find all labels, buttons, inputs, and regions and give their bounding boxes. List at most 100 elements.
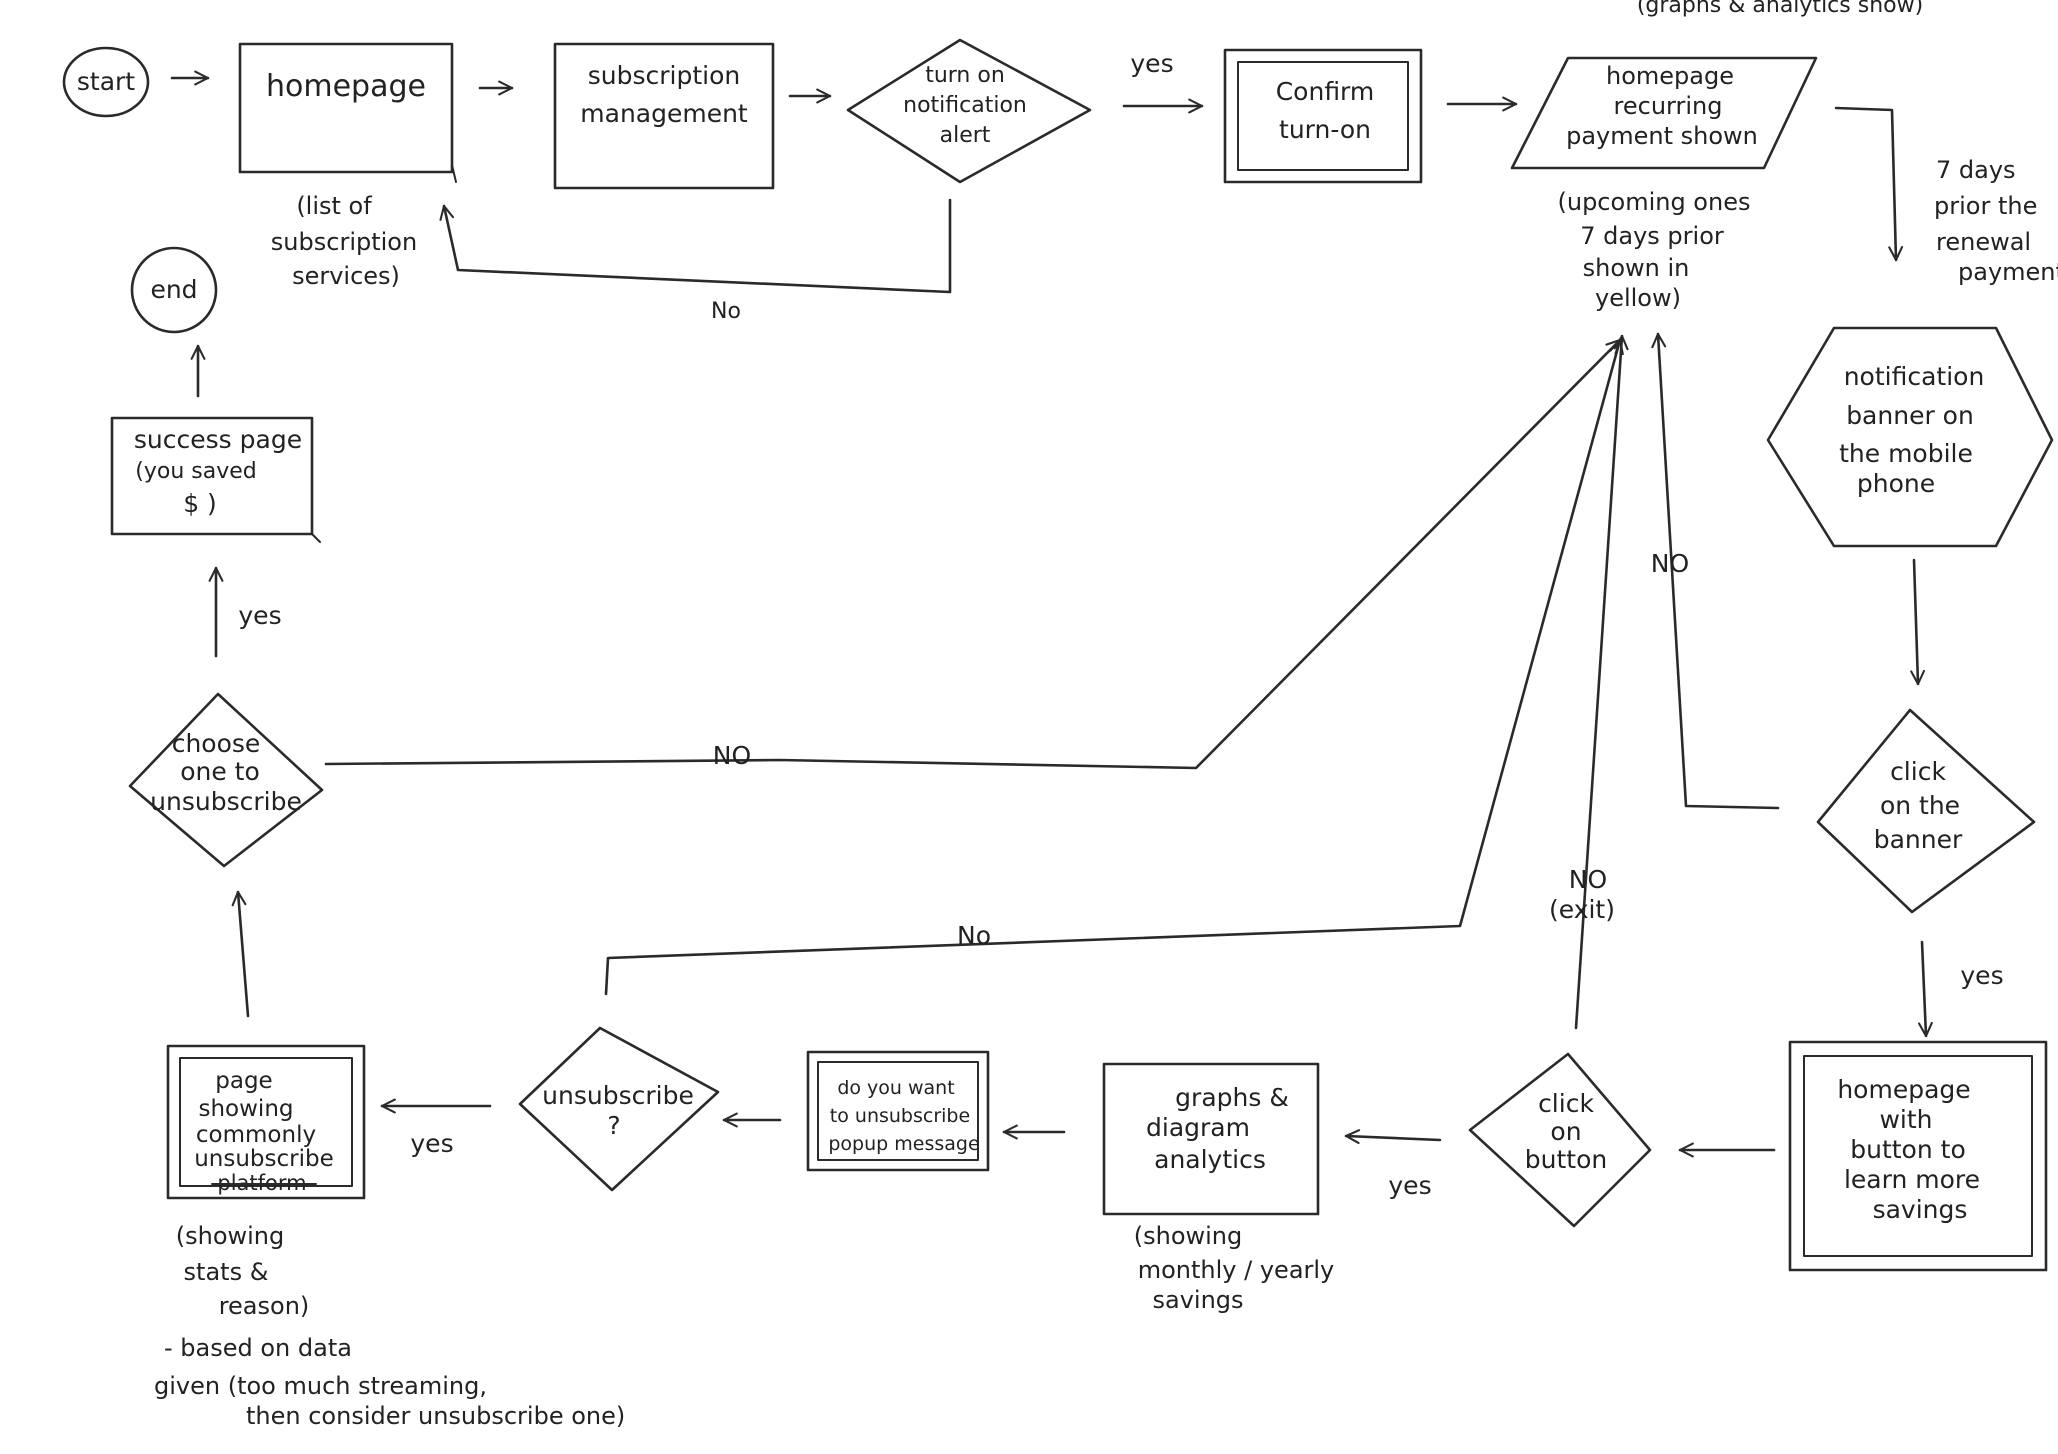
confirm-turn-on-line-2: turn-on — [1279, 115, 1371, 144]
confirm-turn-on-line-1: Confirm — [1276, 77, 1375, 106]
homepage-button-line-4: learn more — [1844, 1165, 1980, 1194]
page-showing-line-3: commonly — [196, 1122, 316, 1148]
page-showing-line-1: page — [215, 1068, 272, 1094]
notification-banner-node: notification banner on the mobile phone — [1766, 326, 2054, 548]
note-seven-days-line-1: 7 days — [1936, 156, 2016, 184]
unsubscribe-decision: unsubscribe ? — [518, 1026, 720, 1192]
note-savings-line-2: monthly / yearly — [1138, 1256, 1335, 1284]
edges — [170, 70, 1933, 1158]
success-page-line-3: $ ) — [183, 489, 217, 518]
note-upcoming-line-2: 7 days prior — [1580, 222, 1724, 250]
homepage-button-line-5: savings — [1873, 1195, 1968, 1224]
unsubscribe-decision-line-1: unsubscribe — [542, 1081, 694, 1110]
notification-banner-line-2: banner on — [1846, 401, 1974, 430]
turn-on-alert-line-1: turn on — [925, 63, 1005, 88]
note-data-line-1: - based on data — [164, 1334, 352, 1362]
edge-page-choose — [231, 890, 250, 1018]
edge-label-yes-click-button: yes — [1388, 1171, 1431, 1200]
page-showing-node: page showing commonly unsubscribe platfo… — [166, 1044, 366, 1200]
homepage-button-line-3: button to — [1850, 1135, 1966, 1164]
homepage-recurring-line-3: payment shown — [1566, 122, 1758, 150]
success-page-line-1: success page — [134, 425, 302, 454]
edge-label-yes-confirm: yes — [1130, 49, 1173, 78]
click-banner-line-2: on the — [1880, 791, 1960, 820]
success-page-line-2: (you saved — [135, 459, 256, 484]
homepage-button-node: homepage with button to learn more savin… — [1788, 1040, 2048, 1272]
turn-on-alert-decision: turn on notification alert — [846, 38, 1092, 184]
note-data-line-2: given (too much streaming, — [154, 1372, 487, 1400]
unsubscribe-popup-line-1: do you want — [837, 1077, 954, 1099]
edge-choose-no-recurring — [324, 338, 1622, 770]
page-showing-line-4: unsubscribe — [194, 1146, 334, 1172]
notification-banner-line-3: the mobile — [1839, 439, 1973, 468]
note-stats-line-2: stats & — [184, 1258, 269, 1286]
notification-banner-line-1: notification — [1844, 362, 1985, 391]
note-savings-line-3: savings — [1152, 1286, 1243, 1314]
edge-label-no-alert: No — [711, 299, 741, 324]
edge-banner-no-recurring — [1651, 332, 1780, 810]
homepage-button-line-1: homepage — [1837, 1075, 1970, 1104]
note-showing-savings: (showing monthly / yearly savings — [1134, 1222, 1335, 1314]
click-button-line-2: on — [1550, 1117, 1581, 1146]
unsubscribe-popup-line-2: to unsubscribe — [830, 1105, 970, 1127]
page-showing-line-2: showing — [198, 1096, 293, 1122]
note-based-on-data: - based on data given (too much streamin… — [154, 1334, 625, 1430]
note-list-line-1: (list of — [296, 192, 372, 220]
edge-banner-click — [1910, 558, 1926, 686]
note-seven-days-prior: 7 days prior the renewal payment — [1934, 156, 2058, 286]
unsubscribe-popup-line-3: popup message — [828, 1133, 979, 1155]
edge-label-no-unsubscribe: No — [957, 921, 991, 950]
note-list-line-3: services) — [292, 262, 400, 290]
choose-one-line-3: unsubscribe — [150, 787, 302, 816]
edge-click-button-graphs — [1344, 1129, 1442, 1144]
note-list-of-subscriptions: (list of subscription services) — [271, 192, 417, 290]
note-upcoming-line-3: shown in — [1583, 254, 1690, 282]
note-list-line-2: subscription — [271, 228, 417, 256]
homepage-label: homepage — [266, 69, 426, 104]
edge-click-button-exit — [1574, 334, 1629, 1030]
note-seven-days-line-4: payment — [1958, 258, 2058, 286]
subscription-management-node: subscription management — [553, 42, 775, 190]
choose-one-decision: choose one to unsubscribe — [128, 692, 324, 868]
end-label: end — [150, 275, 197, 304]
note-graphs-analytics-show: (graphs & analytics show) — [1637, 0, 1923, 18]
click-banner-decision: click on the banner — [1816, 708, 2036, 914]
edge-label-yes-choose: yes — [238, 601, 281, 630]
edge-label-no-exit-1: NO — [1569, 865, 1607, 894]
edge-click-homepage-button — [1918, 940, 1933, 1038]
homepage-button-line-2: with — [1879, 1105, 1932, 1134]
notification-banner-line-4: phone — [1857, 469, 1935, 498]
edge-label-yes-unsubscribe: yes — [410, 1129, 453, 1158]
unsubscribe-decision-line-2: ? — [607, 1111, 620, 1140]
homepage-recurring-node: homepage recurring payment shown — [1510, 56, 1818, 170]
click-banner-line-1: click — [1890, 757, 1946, 786]
homepage-recurring-line-1: homepage — [1606, 62, 1734, 90]
note-seven-days-line-3: renewal — [1936, 228, 2031, 256]
unsubscribe-popup-node: do you want to unsubscribe popup message — [806, 1050, 990, 1172]
start-node: start — [62, 46, 150, 118]
graphs-analytics-line-1: graphs & — [1175, 1083, 1289, 1112]
note-showing-stats: (showing stats & reason) — [176, 1222, 310, 1320]
note-upcoming-line-1: (upcoming ones — [1558, 188, 1751, 216]
note-stats-line-3: reason) — [219, 1292, 310, 1320]
confirm-turn-on-node: Confirm turn-on — [1223, 48, 1423, 184]
turn-on-alert-line-3: alert — [940, 123, 991, 148]
click-button-decision: click on button — [1468, 1052, 1652, 1228]
edge-label-no-banner: NO — [1651, 549, 1689, 578]
choose-one-line-2: one to — [180, 757, 260, 786]
graphs-analytics-line-2: diagram — [1146, 1113, 1250, 1142]
end-node: end — [130, 246, 218, 334]
note-upcoming-line-4: yellow) — [1595, 284, 1681, 312]
choose-one-line-1: choose — [172, 729, 261, 758]
edge-label-yes-banner: yes — [1960, 961, 2003, 990]
homepage-node: homepage — [238, 42, 457, 183]
edge-label-no-exit-2: (exit) — [1549, 895, 1615, 924]
click-button-line-3: button — [1525, 1145, 1607, 1174]
note-savings-line-1: (showing — [1134, 1222, 1243, 1250]
edge-label-no-choose: NO — [713, 741, 751, 770]
edge-unsubscribe-no-recurring — [604, 338, 1624, 996]
subscription-management-line-1: subscription — [588, 61, 741, 90]
success-page-node: success page (you saved $ ) — [110, 416, 321, 543]
turn-on-alert-line-2: notification — [903, 93, 1027, 118]
